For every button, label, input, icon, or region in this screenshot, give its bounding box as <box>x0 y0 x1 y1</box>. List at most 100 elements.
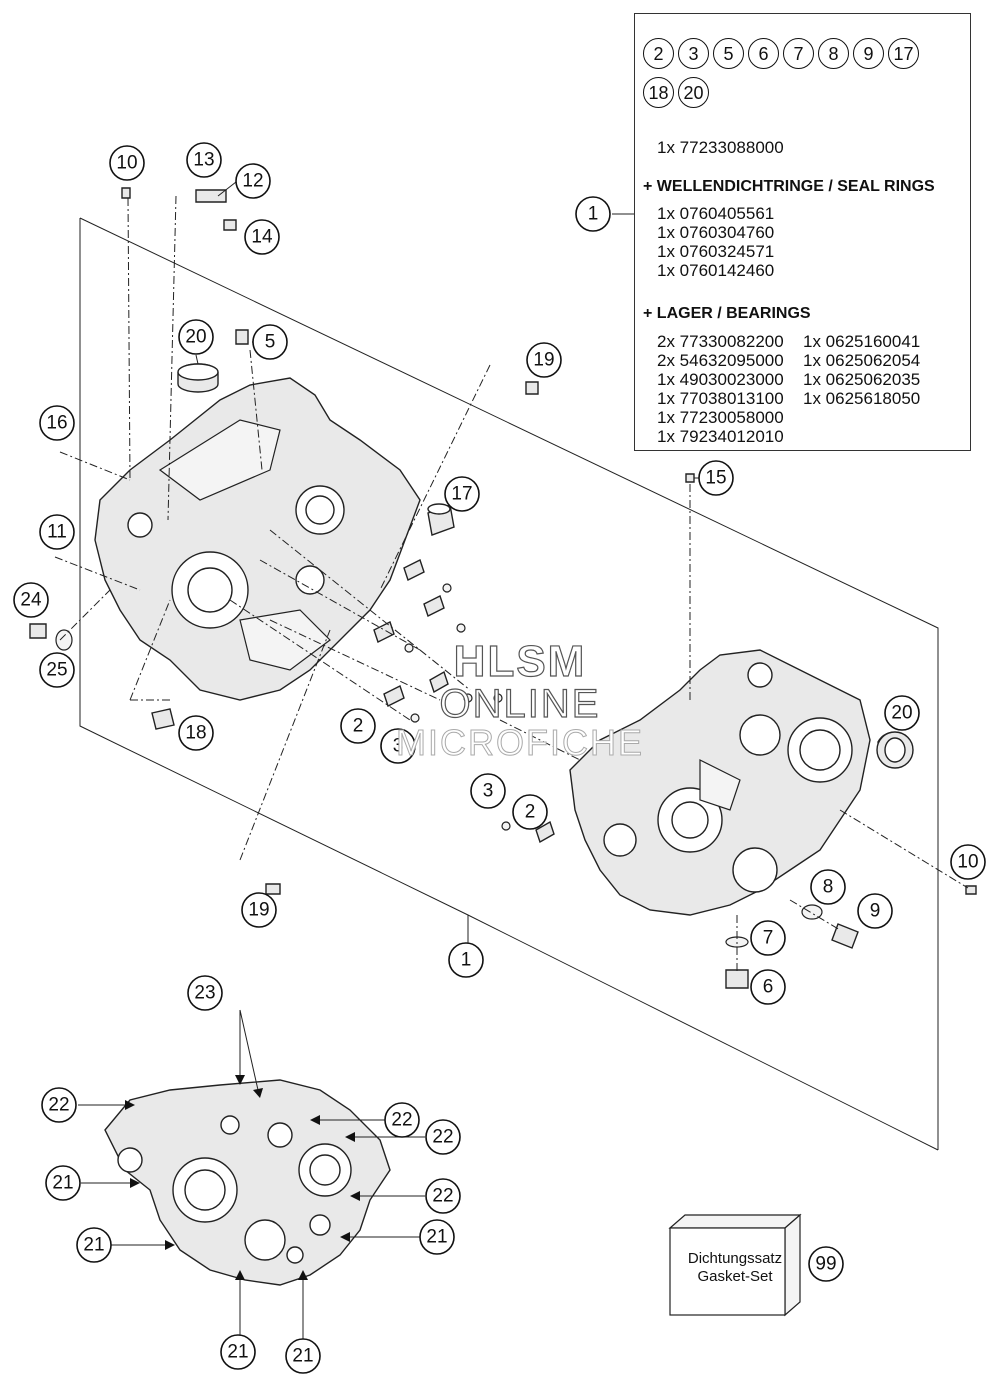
callout-1b[interactable]: 1 <box>448 942 484 978</box>
legend-badge: 20 <box>678 77 709 108</box>
callout-19a[interactable]: 19 <box>526 342 562 378</box>
bearing-item: 2x 54632095000 <box>657 351 784 370</box>
svg-text:21: 21 <box>426 1227 447 1248</box>
callout-23[interactable]: 23 <box>187 975 223 1011</box>
svg-text:25: 25 <box>46 660 67 681</box>
bearing-item: 1x 49030023000 <box>657 370 784 389</box>
callout-22a[interactable]: 22 <box>41 1087 77 1123</box>
callout-99[interactable]: 99 <box>808 1246 844 1282</box>
callout-10a[interactable]: 10 <box>109 145 145 181</box>
svg-text:5: 5 <box>265 332 276 353</box>
bearing-item: 2x 77330082200 <box>657 332 784 351</box>
legend-badge: 17 <box>888 38 919 69</box>
legend-badge: 8 <box>818 38 849 69</box>
seal-item: 1x 0760142460 <box>657 261 775 280</box>
svg-text:19: 19 <box>533 350 554 371</box>
legend-badge: 3 <box>678 38 709 69</box>
bearing-item: 1x 0625062054 <box>803 351 921 370</box>
svg-text:18: 18 <box>185 723 206 744</box>
callout-3b[interactable]: 3 <box>470 773 506 809</box>
svg-text:22: 22 <box>391 1110 412 1131</box>
seal-item: 1x 0760304760 <box>657 223 775 242</box>
svg-text:1: 1 <box>461 950 472 971</box>
svg-text:8: 8 <box>823 877 834 898</box>
gasket-set-label: Dichtungssatz Gasket-Set <box>670 1250 800 1286</box>
callout-20b[interactable]: 20 <box>884 695 920 731</box>
bearing-item: 1x 77038013100 <box>657 389 784 408</box>
seal-rings-heading: + WELLENDICHTRINGE / SEAL RINGS <box>643 178 935 195</box>
bearing-item: 1x 77230058000 <box>657 408 784 427</box>
callout-16[interactable]: 16 <box>39 405 75 441</box>
left-crankcase-half <box>94 377 421 701</box>
svg-text:1: 1 <box>588 204 599 225</box>
svg-text:10: 10 <box>957 852 978 873</box>
right-crankcase-half <box>569 649 871 916</box>
svg-text:2: 2 <box>525 802 536 823</box>
callout-15[interactable]: 15 <box>698 460 734 496</box>
svg-text:22: 22 <box>48 1095 69 1116</box>
callout-3a[interactable]: 3 <box>380 728 416 764</box>
legend-badge: 9 <box>853 38 884 69</box>
callout-20a[interactable]: 20 <box>178 319 214 355</box>
callout-17[interactable]: 17 <box>444 476 480 512</box>
leader-arrows <box>125 1075 360 1280</box>
svg-text:2: 2 <box>353 716 364 737</box>
bearings-list-col2: 1x 0625160041 1x 0625062054 1x 062506203… <box>803 332 920 408</box>
callout-18[interactable]: 18 <box>178 715 214 751</box>
svg-text:22: 22 <box>432 1127 453 1148</box>
legend-badge: 7 <box>783 38 814 69</box>
callout-22c[interactable]: 22 <box>425 1119 461 1155</box>
callout-9[interactable]: 9 <box>857 893 893 929</box>
bearing-item: 1x 79234012010 <box>657 427 784 446</box>
svg-text:22: 22 <box>432 1186 453 1207</box>
bearing-item: 1x 0625062035 <box>803 370 921 389</box>
assembly-lines <box>54 195 969 972</box>
callout-13[interactable]: 13 <box>186 142 222 178</box>
svg-text:16: 16 <box>46 413 67 434</box>
svg-text:6: 6 <box>763 977 774 998</box>
callout-21d[interactable]: 21 <box>220 1334 256 1370</box>
svg-text:21: 21 <box>83 1235 104 1256</box>
callout-6[interactable]: 6 <box>750 969 786 1005</box>
leader-lines <box>78 181 700 1340</box>
callout-25[interactable]: 25 <box>39 652 75 688</box>
svg-text:3: 3 <box>393 736 404 757</box>
callout-10b[interactable]: 10 <box>950 844 986 880</box>
svg-text:3: 3 <box>483 781 494 802</box>
callout-5[interactable]: 5 <box>252 324 288 360</box>
callout-19b[interactable]: 19 <box>241 892 277 928</box>
gasket-box <box>668 1213 802 1317</box>
legend-badge: 5 <box>713 38 744 69</box>
svg-text:7: 7 <box>763 928 774 949</box>
callout-21b[interactable]: 21 <box>76 1227 112 1263</box>
callout-1a[interactable]: 1 <box>575 196 611 232</box>
callout-2a[interactable]: 2 <box>340 708 376 744</box>
svg-text:21: 21 <box>52 1173 73 1194</box>
callout-21a[interactable]: 21 <box>45 1165 81 1201</box>
callout-24[interactable]: 24 <box>13 582 49 618</box>
callout-7[interactable]: 7 <box>750 920 786 956</box>
callout-21e[interactable]: 21 <box>285 1338 321 1374</box>
gasket-label-de: Dichtungssatz <box>687 1250 783 1267</box>
svg-text:11: 11 <box>47 522 67 543</box>
callout-21c[interactable]: 21 <box>419 1219 455 1255</box>
callout-2b[interactable]: 2 <box>512 794 548 830</box>
legend-badge: 18 <box>643 77 674 108</box>
callout-22d[interactable]: 22 <box>425 1178 461 1214</box>
legend-badge: 2 <box>643 38 674 69</box>
callout-22b[interactable]: 22 <box>384 1102 420 1138</box>
bearing-item: 1x 0625618050 <box>803 389 921 408</box>
svg-text:15: 15 <box>705 468 726 489</box>
svg-text:9: 9 <box>870 901 881 922</box>
svg-text:12: 12 <box>242 171 263 192</box>
callout-14[interactable]: 14 <box>244 219 280 255</box>
callout-12[interactable]: 12 <box>235 163 271 199</box>
svg-text:10: 10 <box>116 153 137 174</box>
callout-8[interactable]: 8 <box>810 869 846 905</box>
svg-text:21: 21 <box>292 1346 313 1367</box>
bearings-heading: + LAGER / BEARINGS <box>643 305 811 322</box>
gasket-label-en: Gasket-Set <box>697 1268 773 1285</box>
callout-11[interactable]: 11 <box>39 514 75 550</box>
